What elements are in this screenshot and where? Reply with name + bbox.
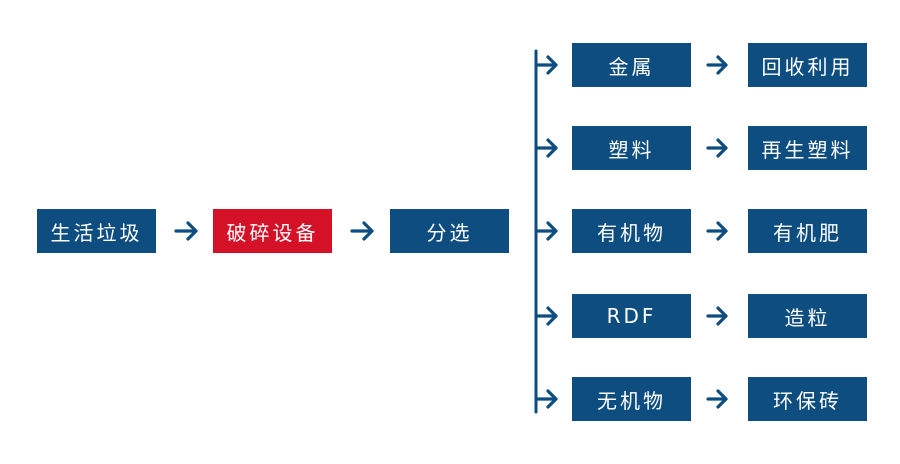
arrow-material-to-product-1-icon (706, 138, 728, 158)
arrow-trunk-to-material-0-icon (534, 55, 558, 75)
arrow-material-to-product-4-icon (706, 389, 728, 409)
node-material-rdf: RDF (572, 294, 691, 338)
arrow-trunk-to-material-2-icon (534, 221, 558, 241)
node-product-pellets: 造粒 (748, 294, 867, 338)
node-product-recycling: 回收利用 (748, 43, 867, 87)
arrow-material-to-product-2-icon (706, 221, 728, 241)
arrow-material-to-product-0-icon (706, 55, 728, 75)
node-material-metal: 金属 (572, 43, 691, 87)
arrow-crusher-to-sorting-icon (350, 221, 374, 241)
node-source: 生活垃圾 (37, 209, 156, 253)
node-material-organic: 有机物 (572, 209, 691, 253)
node-material-inorganic: 无机物 (572, 377, 691, 421)
arrow-trunk-to-material-3-icon (534, 306, 558, 326)
arrow-material-to-product-3-icon (706, 306, 728, 326)
node-product-eco-bricks: 环保砖 (748, 377, 867, 421)
node-sorting: 分选 (390, 209, 509, 253)
arrow-source-to-crusher-icon (174, 221, 198, 241)
node-product-organic-fertilizer: 有机肥 (748, 209, 867, 253)
node-material-plastic: 塑料 (572, 126, 691, 170)
node-product-recycled-plastic: 再生塑料 (748, 126, 867, 170)
arrow-trunk-to-material-4-icon (534, 389, 558, 409)
arrow-trunk-to-material-1-icon (534, 138, 558, 158)
node-crusher: 破碎设备 (213, 209, 332, 253)
